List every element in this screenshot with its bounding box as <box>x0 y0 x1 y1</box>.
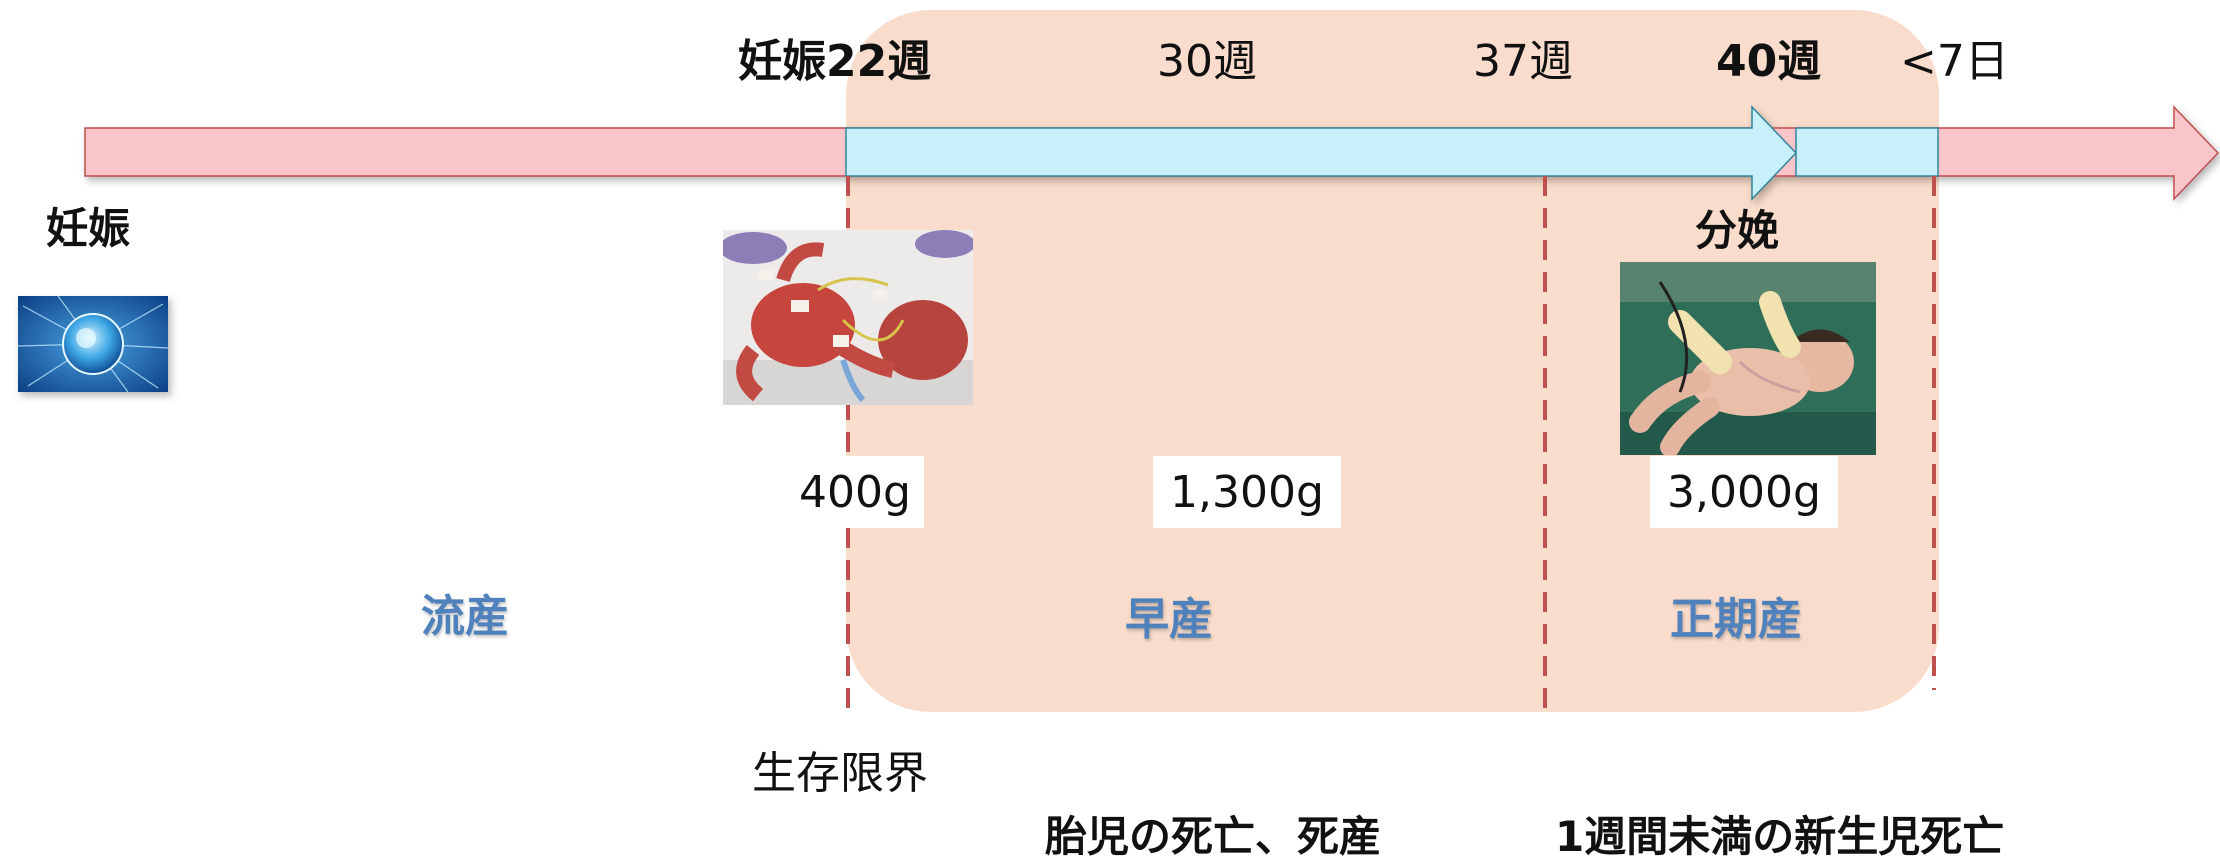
weight-1300g-label: 1,300g <box>1170 466 1324 518</box>
period-term: 正期産 <box>1670 594 1802 645</box>
neonatal-death-label: 1週間未満の新生児死亡 <box>1555 812 2005 861</box>
preterm-span-arrow <box>845 105 1798 201</box>
event-delivery: 分娩 <box>1695 206 1780 255</box>
period-preterm: 早産 <box>1125 594 1213 645</box>
marker-week30: 30週 <box>1157 36 1257 87</box>
newborn-baby-image <box>1620 262 1876 455</box>
period-miscarriage: 流産 <box>421 591 509 642</box>
marker-week37: 37週 <box>1473 36 1573 87</box>
weight-1300g: 1,300g <box>1153 456 1341 528</box>
premature-infant-image <box>723 230 973 405</box>
neonatal-span-bar <box>1795 127 1939 177</box>
weight-400g: 400g <box>786 456 924 528</box>
marker-day7: <7日 <box>1900 36 2009 87</box>
event-pregnancy: 妊娠 <box>46 204 131 253</box>
marker-week22: 妊娠22週 <box>738 36 932 87</box>
marker-week40: 40週 <box>1716 36 1822 87</box>
weight-3000g-label: 3,000g <box>1667 466 1821 518</box>
fetal-death-label: 胎児の死亡、死産 <box>1045 812 1382 861</box>
viability-limit-label: 生存限界 <box>752 748 928 799</box>
weight-3000g: 3,000g <box>1650 456 1838 528</box>
weight-400g-label: 400g <box>799 466 911 518</box>
egg-cell-image <box>18 296 168 392</box>
